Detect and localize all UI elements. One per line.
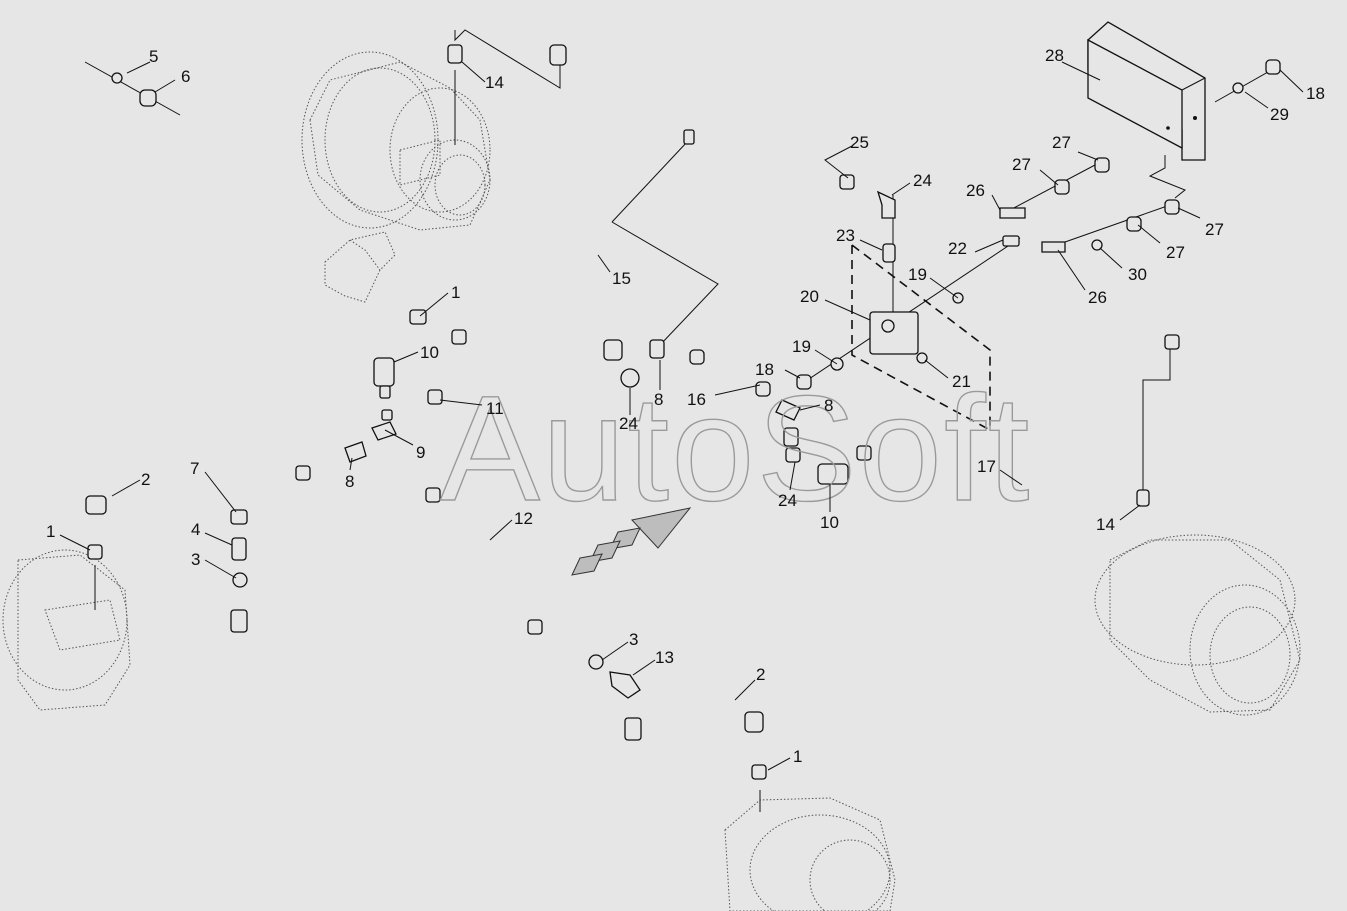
callout-10: 10 (420, 343, 439, 362)
callout-27: 27 (1052, 133, 1071, 152)
callout-3: 3 (629, 630, 638, 649)
callout-21: 21 (952, 372, 971, 391)
pipe-7 (236, 450, 351, 512)
callout-14: 14 (485, 73, 504, 92)
callout-18: 18 (1306, 84, 1325, 103)
callout-15: 15 (612, 269, 631, 288)
reference-lines (84, 29, 1276, 812)
callout-10: 10 (820, 513, 839, 532)
pipe-17 (799, 306, 1174, 548)
callout-1: 1 (451, 283, 460, 302)
callout-9: 9 (416, 443, 425, 462)
valve-group-boundary (851, 244, 991, 431)
callout-20: 20 (800, 287, 819, 306)
watermark-text: AutoSoft (440, 364, 1031, 532)
callout-23: 23 (836, 226, 855, 245)
direction-arrow-icon (571, 507, 692, 576)
callout-25: 25 (850, 133, 869, 152)
callout-28: 28 (1045, 46, 1064, 65)
callout-5: 5 (149, 47, 158, 66)
callout-24: 24 (913, 171, 932, 190)
bracket-outline (324, 231, 396, 303)
callout-19: 19 (792, 337, 811, 356)
callout-8: 8 (824, 396, 833, 415)
callout-30: 30 (1128, 265, 1147, 284)
callout-1: 1 (46, 522, 55, 541)
callout-2: 2 (756, 665, 765, 684)
motor-left-outline (2, 549, 131, 711)
motor-right-outline (1094, 534, 1301, 716)
callout-13: 13 (655, 648, 674, 667)
callout-24: 24 (619, 414, 638, 433)
callout-8: 8 (345, 472, 354, 491)
callout-27: 27 (1166, 243, 1185, 262)
callout-labels: 5 6 14 28 18 29 25 24 27 27 26 27 23 22 … (46, 46, 1325, 766)
callout-22: 22 (948, 239, 967, 258)
hose-15 (563, 51, 616, 347)
fittings (85, 44, 1281, 780)
callout-26: 26 (966, 181, 985, 200)
callout-26: 26 (1088, 288, 1107, 307)
motor-bottom-outline (724, 797, 896, 911)
callout-2: 2 (141, 470, 150, 489)
hose-2-left (109, 491, 244, 716)
callout-12: 12 (514, 509, 533, 528)
callout-8: 8 (654, 390, 663, 409)
callout-19: 19 (908, 265, 927, 284)
hose-2-right (628, 685, 755, 809)
callout-27: 27 (1012, 155, 1031, 174)
callout-27: 27 (1205, 220, 1224, 239)
callout-24: 24 (778, 491, 797, 510)
callout-1: 1 (793, 747, 802, 766)
callout-29: 29 (1270, 105, 1289, 124)
motor-top-outline (301, 51, 491, 231)
leader-lines (59, 61, 1304, 771)
callout-17: 17 (977, 457, 996, 476)
callout-4: 4 (191, 520, 200, 539)
callout-14: 14 (1096, 515, 1115, 534)
callout-11: 11 (486, 399, 504, 418)
callout-3: 3 (191, 550, 200, 569)
callout-7: 7 (190, 459, 199, 478)
callout-18: 18 (755, 360, 774, 379)
pipe-25 (685, 120, 849, 182)
callout-16: 16 (687, 390, 706, 409)
callout-6: 6 (181, 67, 190, 86)
control-box-28 (1087, 21, 1206, 199)
